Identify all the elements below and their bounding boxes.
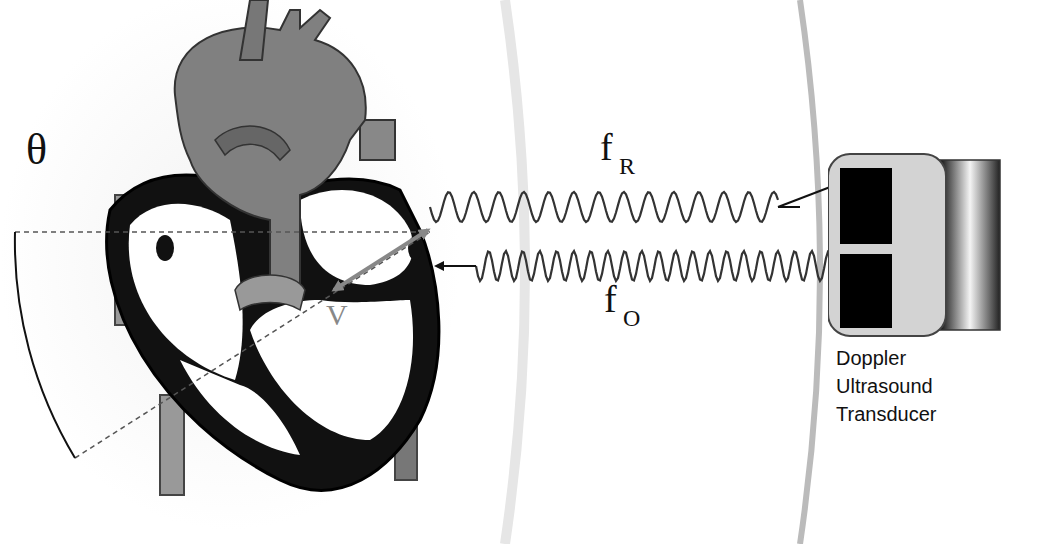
- transducer-symbol: [828, 150, 1028, 340]
- device-label: Doppler Ultrasound Transducer: [828, 344, 986, 428]
- velocity-label: V: [326, 300, 348, 330]
- frequency-symbol: f: [604, 280, 617, 318]
- frequency-subscript: R: [619, 154, 635, 178]
- frequency-subscript: O: [623, 306, 640, 330]
- transducer: Doppler Ultrasound Transducer: [828, 150, 1028, 428]
- frequency-symbol: f: [600, 128, 613, 166]
- angle-symbol: θ: [26, 128, 47, 172]
